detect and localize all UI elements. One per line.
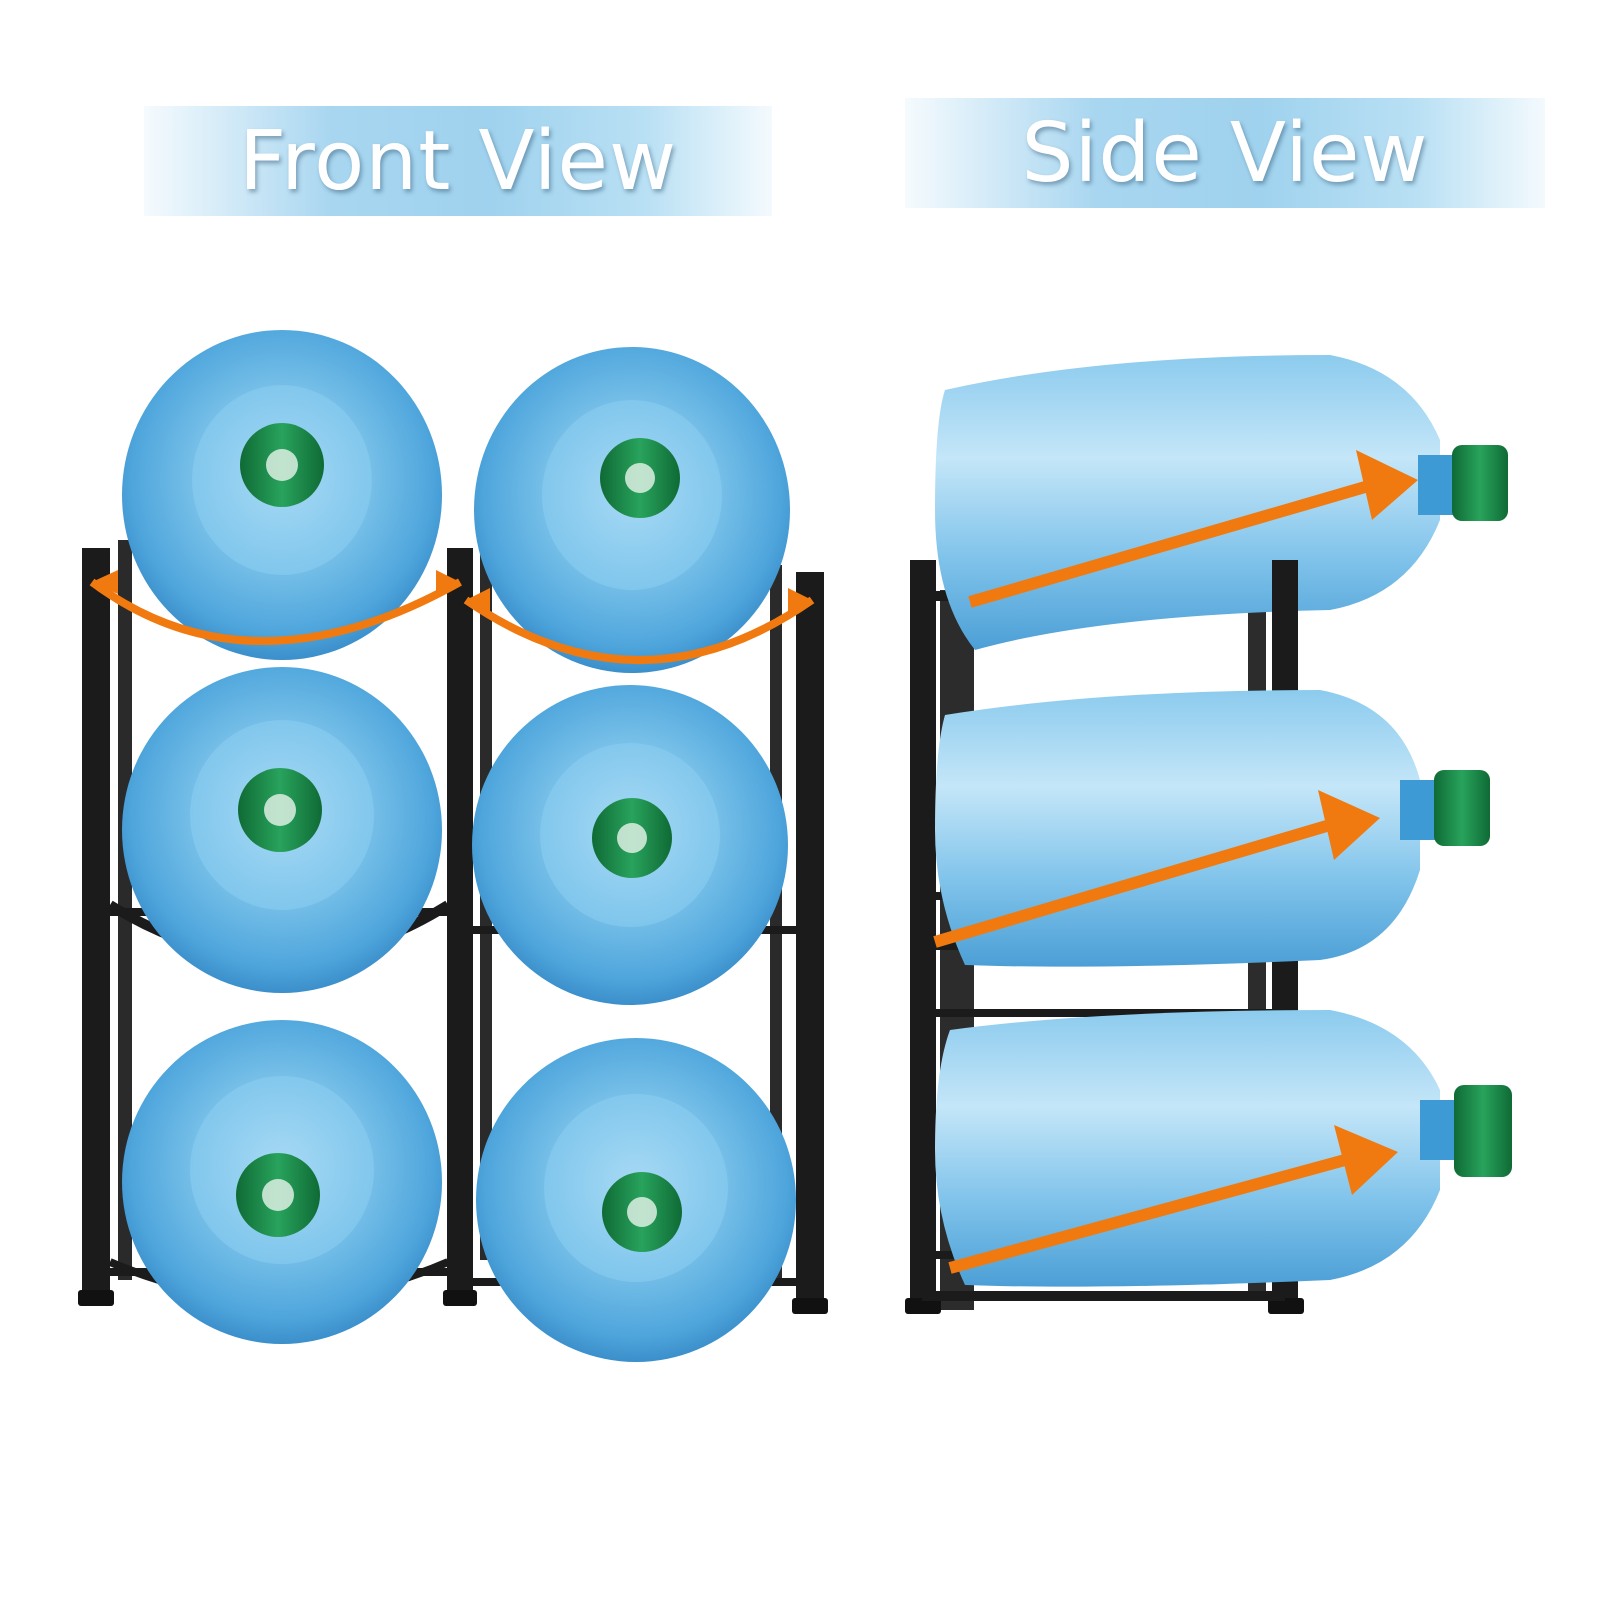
bottle-front-6 [476, 1038, 796, 1362]
front-top-frame [82, 548, 824, 692]
front-rack [78, 540, 828, 1314]
bottle-side-1 [935, 355, 1508, 650]
side-arrows [910, 450, 1418, 1274]
side-view-label: Side View [1021, 105, 1429, 201]
side-bottles [935, 355, 1512, 1287]
bottle-front-4 [472, 685, 788, 1005]
front-bottles [122, 330, 796, 1362]
bottle-front-1 [122, 330, 442, 660]
front-view-banner: Front View [144, 106, 772, 216]
bottle-side-2 [935, 690, 1490, 967]
bottle-front-5 [122, 1020, 442, 1344]
bottle-front-3 [122, 667, 442, 993]
bottle-side-3 [935, 1010, 1512, 1287]
front-view-label: Front View [238, 113, 678, 209]
bottle-front-2 [474, 347, 790, 673]
side-view-banner: Side View [905, 98, 1545, 208]
